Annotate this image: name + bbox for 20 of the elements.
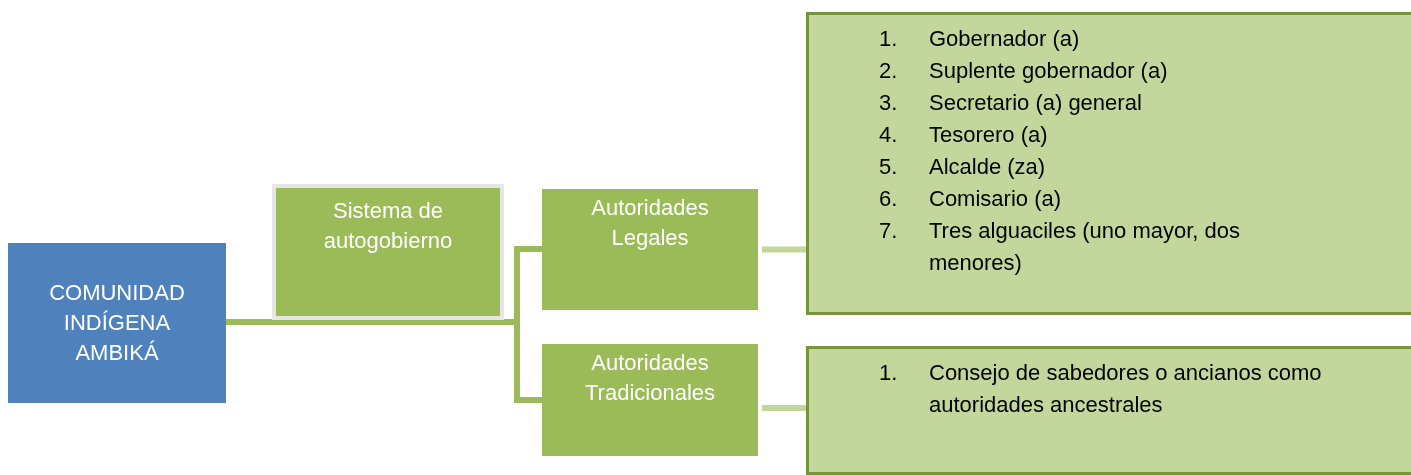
list-item: 3. Secretario (a) general — [879, 89, 1143, 117]
list-box — [806, 12, 1411, 315]
list-item: 5. Alcalde (za) — [879, 153, 1047, 181]
org-box — [542, 344, 758, 456]
connector-line — [384, 318, 542, 403]
connector-line — [762, 405, 806, 411]
box-label: Autoridades Tradicionales — [584, 349, 716, 407]
list-item: 1. Consejo de sabedores o ancianos como autoridades ancestrales — [879, 359, 1323, 419]
connector-line — [762, 246, 806, 253]
list-item: 1. Gobernador (a) — [879, 25, 1081, 53]
list-item: 4. Tesorero (a) — [879, 121, 1049, 149]
list-item: 7. Tres alguaciles (uno mayor, dos menores) — [879, 217, 1241, 277]
org-box — [542, 189, 758, 310]
list-item: 2. Suplente gobernador (a) — [879, 57, 1169, 85]
box-label: COMUNIDAD INDÍGENA AMBIKÁ — [48, 279, 186, 367]
list-box — [806, 346, 1411, 475]
org-box — [8, 243, 226, 403]
list-item: 6. Comisario (a) — [879, 185, 1063, 213]
box-label: Autoridades Legales — [590, 194, 710, 252]
box-label: Sistema de autogobierno — [322, 197, 454, 255]
